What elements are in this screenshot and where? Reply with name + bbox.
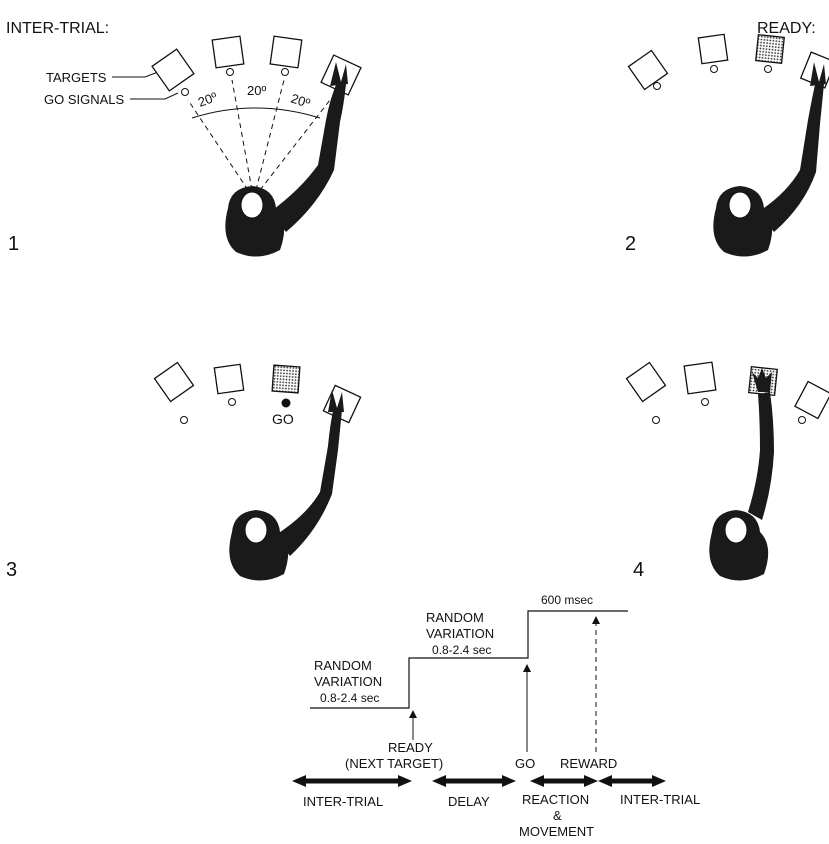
target-box	[698, 34, 727, 63]
go-signal-label: GO	[272, 411, 294, 427]
panel-2-number: 2	[625, 233, 636, 255]
go-signals-label: GO SIGNALS	[44, 92, 125, 107]
phase-reaction-line-3: MOVEMENT	[519, 824, 594, 839]
phase-arrow-inter-trial-2	[598, 775, 666, 787]
variation-1-line-2: VARIATION	[314, 674, 382, 689]
go-signal-lit	[282, 399, 290, 407]
target-box	[155, 363, 194, 402]
go-signal-light	[799, 417, 806, 424]
target-box	[212, 36, 244, 68]
panel-1-heading: INTER-TRIAL:	[6, 20, 109, 37]
phase-reaction-line-1: REACTION	[522, 792, 589, 807]
target-box	[629, 51, 668, 90]
phase-delay-label: DELAY	[448, 794, 490, 809]
go-signal-light	[229, 399, 236, 406]
monkey-figure	[225, 62, 348, 257]
angle-label-right: 20º	[289, 91, 312, 111]
target-box	[270, 36, 302, 68]
panel-3-number: 3	[6, 559, 17, 581]
duration-600-label: 600 msec	[541, 593, 593, 607]
angle-label-mid: 20º	[247, 83, 266, 98]
panel-4-number: 4	[633, 559, 644, 581]
variation-2-line-2: VARIATION	[426, 626, 494, 641]
panel-4: 4	[627, 362, 829, 581]
go-signal-light	[765, 66, 772, 73]
angle-label-left: 20º	[196, 89, 219, 110]
go-signal-light	[227, 69, 234, 76]
go-signal-light	[182, 89, 189, 96]
monkey-figure	[709, 368, 774, 581]
panel-1-number: 1	[8, 233, 19, 255]
timeline: RANDOM VARIATION 0.8-2.4 sec RANDOM VARI…	[292, 593, 700, 839]
ready-label-line-2: (NEXT TARGET)	[345, 756, 443, 771]
panel-2: READY: 2	[625, 20, 829, 257]
targets-leader-line	[112, 72, 158, 77]
monkey-figure	[713, 62, 826, 257]
variation-1-line-3: 0.8-2.4 sec	[320, 691, 379, 705]
go-signal-light	[654, 83, 661, 90]
go-signal-light	[711, 66, 718, 73]
target-box	[214, 364, 243, 393]
phase-inter-trial-1-label: INTER-TRIAL	[303, 794, 383, 809]
go-signal-light	[282, 69, 289, 76]
reward-label: REWARD	[560, 756, 617, 771]
go-signal-light	[653, 417, 660, 424]
ready-label-line-1: READY	[388, 740, 433, 755]
phase-arrow-reaction	[530, 775, 598, 787]
panel-3: 3 GO	[6, 363, 361, 581]
lit-target-box	[272, 365, 300, 393]
variation-1-line-1: RANDOM	[314, 658, 372, 673]
phase-inter-trial-2-label: INTER-TRIAL	[620, 792, 700, 807]
panel-1: INTER-TRIAL: 1 TARGETS GO SIGNALS 20º 20…	[6, 20, 361, 257]
phase-arrow-inter-trial-1	[292, 775, 412, 787]
go-signal-light	[702, 399, 709, 406]
go-signal-light	[181, 417, 188, 424]
variation-2-line-3: 0.8-2.4 sec	[432, 643, 491, 657]
go-label: GO	[515, 756, 535, 771]
go-signals-leader-line	[130, 93, 178, 99]
variation-2-line-1: RANDOM	[426, 610, 484, 625]
phase-reaction-line-2: &	[553, 808, 562, 823]
target-box	[152, 49, 194, 91]
target-box	[627, 363, 666, 402]
phase-arrow-delay	[432, 775, 516, 787]
targets-label: TARGETS	[46, 70, 107, 85]
target-box	[684, 362, 716, 394]
angle-arc	[192, 108, 320, 118]
target-box	[795, 382, 829, 419]
panel-2-heading: READY:	[757, 20, 816, 37]
lit-target-box	[756, 35, 785, 64]
